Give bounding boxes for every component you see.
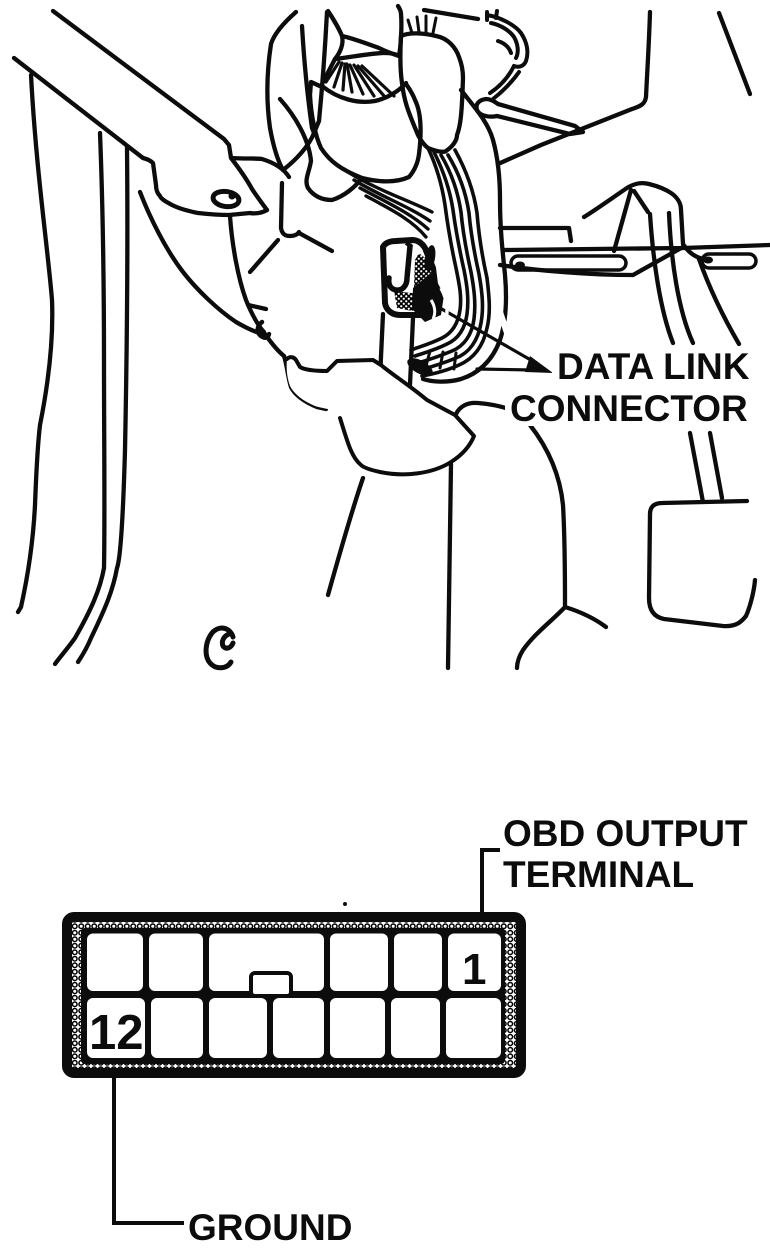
svg-text:12: 12 <box>89 1006 144 1060</box>
svg-text:CONNECTOR: CONNECTOR <box>510 388 748 429</box>
svg-text:DATA LINK: DATA LINK <box>557 346 750 387</box>
svg-text:GROUND: GROUND <box>188 1207 352 1248</box>
svg-text:OBD OUTPUT: OBD OUTPUT <box>503 813 748 854</box>
svg-text:TERMINAL: TERMINAL <box>503 854 694 895</box>
svg-text:1: 1 <box>462 945 486 994</box>
